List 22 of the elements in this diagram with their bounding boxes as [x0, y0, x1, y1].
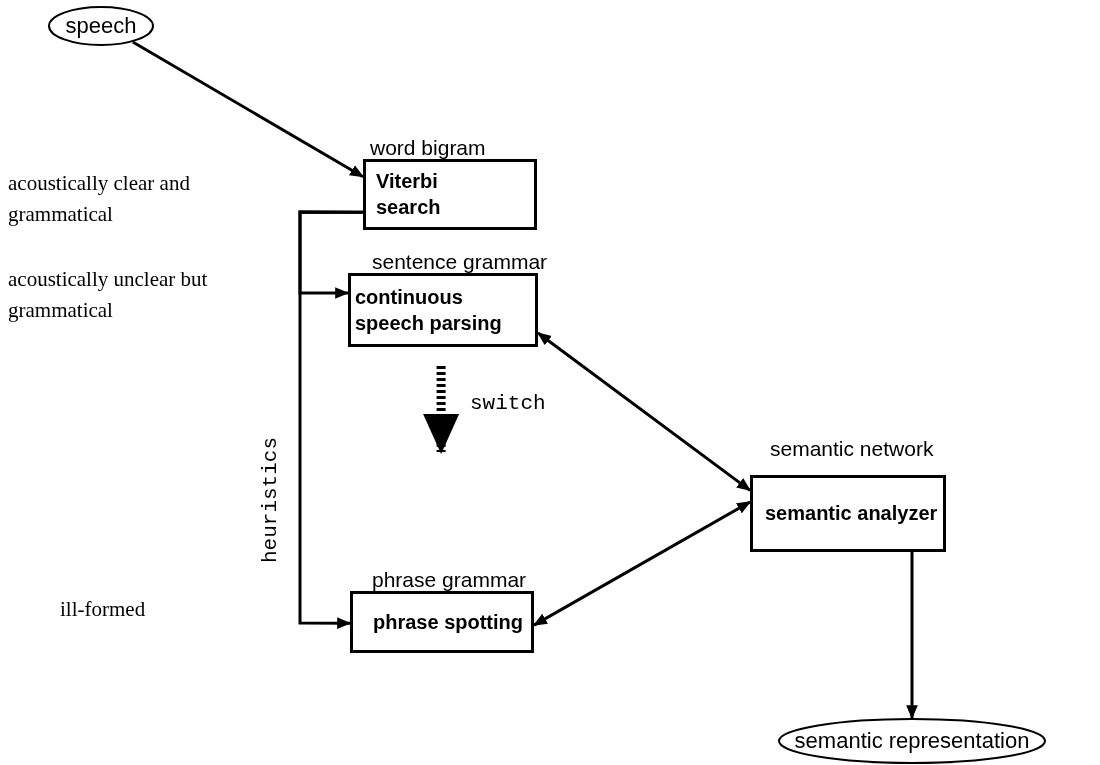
input-condition-label: acoustically clear and grammatical: [8, 170, 191, 228]
process-box: continuous speech parsing: [348, 273, 538, 347]
arrow: [298, 210, 363, 629]
grammar-label: phrase grammar: [372, 568, 527, 592]
arrow: [533, 500, 751, 627]
arrow: [537, 331, 751, 492]
switch-arrow: [423, 366, 460, 454]
input-condition-label: acoustically unclear but grammatical: [8, 266, 209, 324]
input-condition-label: ill-formed: [60, 596, 147, 623]
node-label: semantic representation: [794, 728, 1030, 754]
process-box: phrase spotting: [350, 591, 534, 653]
arrow: [906, 552, 918, 720]
arrow: [132, 40, 364, 179]
node-label: speech: [65, 13, 137, 39]
terminal-ellipse: [778, 718, 1046, 764]
terminal-ellipse: [48, 6, 154, 46]
grammar-label: sentence grammar: [372, 250, 548, 274]
process-box: semantic analyzer: [750, 475, 946, 552]
process-box: Viterbi search: [363, 159, 537, 230]
grammar-label: semantic network: [770, 437, 934, 461]
grammar-label: word bigram: [370, 136, 486, 160]
edge-label: heuristics: [259, 437, 282, 564]
